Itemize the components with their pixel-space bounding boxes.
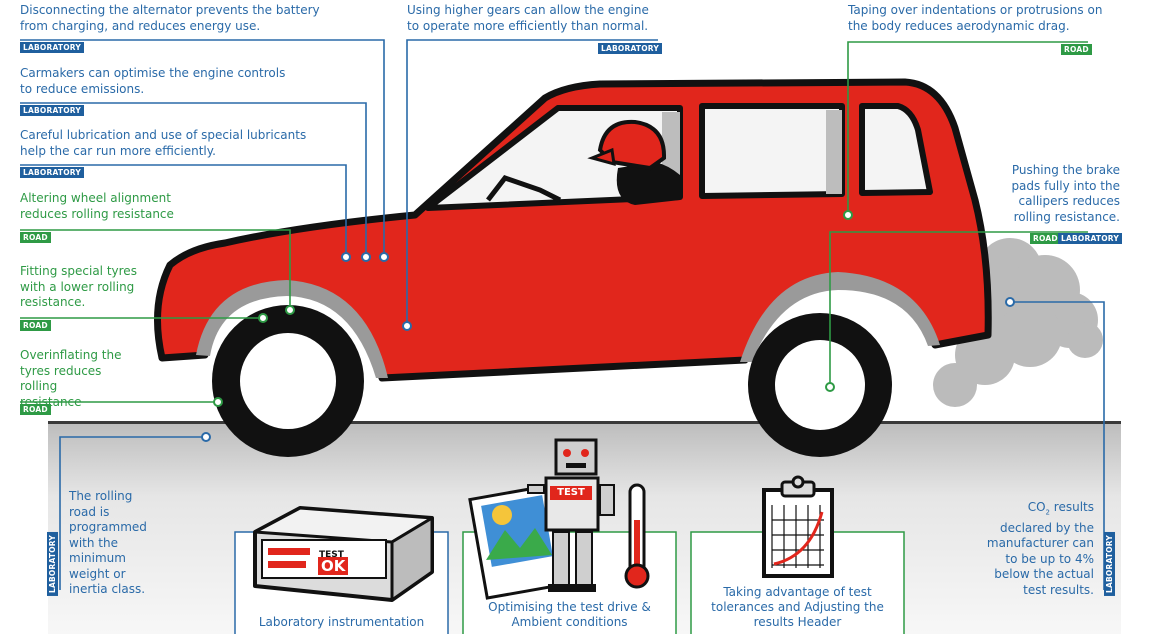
tag-laboratory: LABORATORY (1058, 233, 1122, 244)
lab-instrument-icon (253, 506, 434, 602)
tag-laboratory: LABORATORY (598, 43, 662, 54)
leader-engine (20, 102, 367, 257)
leader-wheel-alignment (20, 229, 291, 310)
leader-co2 (1010, 301, 1105, 590)
leader-brake (829, 231, 1088, 387)
tag-road: ROAD (20, 320, 51, 331)
car-illustration (154, 78, 992, 457)
tag-laboratory: LABORATORY (20, 42, 84, 53)
leader-lubrication (20, 164, 347, 257)
tag-laboratory: LABORATORY (20, 167, 84, 178)
rolling-road-edge (48, 421, 1121, 424)
driver-icon (616, 162, 680, 205)
robot-driver-icon (468, 438, 615, 600)
note-engine-controls: Carmakers can optimise the engine contro… (20, 66, 286, 96)
leader-rolling-road (59, 436, 206, 590)
car-window-back (859, 103, 933, 196)
note-higher-gears: Using higher gears can allow the engine … (407, 3, 649, 33)
robot-chest-label: TEST (557, 487, 585, 498)
car-window-rear (699, 103, 845, 199)
tag-laboratory-vertical: LABORATORY (47, 532, 58, 596)
note-special-tyres: Fitting special tyres with a lower rolli… (20, 264, 137, 309)
thermometer-icon (624, 483, 650, 589)
tag-road: ROAD (20, 404, 51, 415)
caption-tolerances: Taking advantage of test tolerances and … (711, 585, 884, 629)
note-taping: Taping over indentations or protrusions … (848, 3, 1103, 33)
tag-laboratory: LABORATORY (20, 105, 84, 116)
leader-taping (847, 41, 1088, 215)
clipboard-graph-icon (762, 475, 834, 578)
caption-instrumentation: Laboratory instrumentation (258, 615, 425, 629)
tag-road: ROAD (1030, 233, 1061, 244)
caption-test-drive: Optimising the test drive & Ambient cond… (488, 600, 651, 629)
device-display-line2: OK (321, 557, 346, 575)
note-overinflating: Overinflating the tyres reduces rolling … (20, 348, 122, 409)
note-brake-pads: Pushing the brake pads fully into the ca… (1011, 163, 1120, 224)
note-wheel-alignment: Altering wheel alignment reduces rolling… (20, 191, 174, 221)
device-display-line1: TEST (319, 550, 344, 560)
leader-gears (406, 39, 658, 326)
tag-laboratory-vertical: LABORATORY (1104, 532, 1115, 596)
tag-road: ROAD (20, 232, 51, 243)
leader-alternator (20, 39, 385, 257)
note-lubrication: Careful lubrication and use of special l… (20, 128, 307, 158)
note-alternator: Disconnecting the alternator prevents th… (20, 3, 320, 33)
tag-road: ROAD (1061, 44, 1092, 55)
note-rolling-road: The rolling road is programmed with the … (69, 489, 147, 596)
note-co2: CO2 results declared by the manufacturer… (986, 500, 1094, 597)
